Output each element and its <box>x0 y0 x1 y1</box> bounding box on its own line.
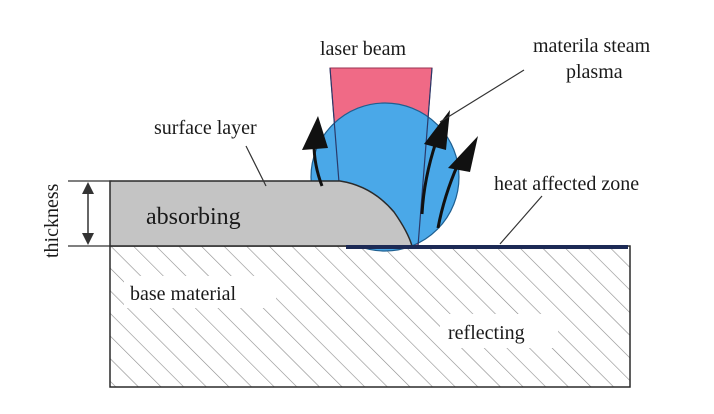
reflecting-label-bg <box>440 314 558 348</box>
thickness-dimension <box>68 180 112 247</box>
plasma-arrows <box>302 110 478 229</box>
surface-layer <box>109 180 413 247</box>
absorbing-label: absorbing <box>146 204 241 230</box>
steam-label-line1: materila steam <box>533 35 651 57</box>
base-material-label-bg <box>124 276 276 308</box>
thickness-label: thickness <box>41 183 63 258</box>
heat-zone-label: heat affected zone <box>494 173 639 195</box>
base-material-label: base material <box>130 283 236 305</box>
surface-layer-leader-line <box>245 145 267 187</box>
reflecting-label: reflecting <box>448 322 525 344</box>
steam-label-line2: plasma <box>566 61 623 83</box>
beam-edge-right <box>417 67 433 247</box>
laser-beam-label: laser beam <box>320 38 407 60</box>
steam-leader-line <box>439 69 525 123</box>
heat-zone-leader-line <box>499 195 543 245</box>
surface-layer-label: surface layer <box>154 117 257 139</box>
